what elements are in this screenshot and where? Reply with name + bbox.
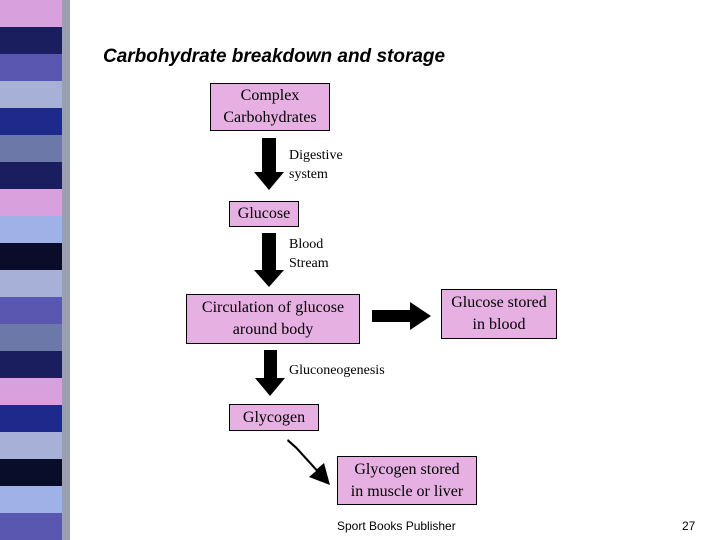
- box-text-line: around body: [232, 321, 314, 338]
- stripe-shadow: [62, 513, 70, 540]
- stripe-segment: [0, 162, 70, 189]
- stripe-shadow: [62, 81, 70, 108]
- arrow-down-blood-stream: [254, 233, 284, 287]
- stripe-segment: [0, 324, 70, 351]
- stripe-shadow: [62, 459, 70, 486]
- stripe-segment: [0, 513, 70, 540]
- stripe-segment: [0, 378, 70, 405]
- stripe-segment: [0, 135, 70, 162]
- stripe-segment: [0, 432, 70, 459]
- box-text-line: Circulation of glucose: [201, 299, 345, 316]
- label-line: Stream: [289, 256, 329, 271]
- stripe-segment: [0, 216, 70, 243]
- stripe-shadow: [62, 297, 70, 324]
- stripe-segment: [0, 243, 70, 270]
- stripe-shadow: [62, 189, 70, 216]
- stripe-shadow: [62, 351, 70, 378]
- glucose-box: Glucose: [229, 201, 299, 227]
- stripe-segment: [0, 81, 70, 108]
- stripe-shadow: [62, 405, 70, 432]
- stripe-shadow: [62, 216, 70, 243]
- glycogen-box: Glycogen: [229, 404, 319, 431]
- stripe-segment: [0, 0, 70, 27]
- glucose-stored-in-blood-box: Glucose stored in blood: [441, 289, 557, 339]
- digestive-system-label: Digestive system: [289, 146, 343, 184]
- stripe-shadow: [62, 243, 70, 270]
- box-text-line: Glucose: [237, 205, 291, 222]
- stripe-segment: [0, 486, 70, 513]
- label-line: Blood: [289, 237, 324, 252]
- gluconeogenesis-label: Gluconeogenesis: [289, 363, 385, 378]
- box-text-line: Glucose stored: [451, 294, 547, 311]
- arrow-down-digestive: [254, 138, 284, 190]
- arrow-down-gluconeogenesis: [255, 350, 285, 396]
- stripe-shadow: [62, 162, 70, 189]
- box-text-line: Carbohydrates: [223, 109, 317, 126]
- stripe-shadow: [62, 135, 70, 162]
- box-text-line: in muscle or liver: [350, 482, 464, 500]
- stripe-segment: [0, 108, 70, 135]
- stripe-shadow: [62, 54, 70, 81]
- label-line: Digestive: [289, 148, 343, 163]
- blood-stream-label: Blood Stream: [289, 235, 329, 273]
- stripe-shadow: [62, 108, 70, 135]
- box-text-line: Complex: [240, 87, 300, 104]
- complex-carbohydrates-box: Complex Carbohydrates: [210, 83, 330, 131]
- stripe-shadow: [62, 486, 70, 513]
- stripe-segment: [0, 54, 70, 81]
- publisher-footer: Sport Books Publisher: [337, 519, 456, 533]
- label-line: system: [289, 167, 328, 182]
- slide-title: Carbohydrate breakdown and storage: [103, 46, 446, 67]
- stripe-segment: [0, 297, 70, 324]
- stripe-shadow: [62, 432, 70, 459]
- stripe-segment: [0, 405, 70, 432]
- box-text-line: Glycogen: [242, 408, 306, 426]
- circulation-of-glucose-box: Circulation of glucose around body: [186, 294, 360, 344]
- stripe-segment: [0, 270, 70, 297]
- stripe-shadow: [62, 0, 70, 27]
- box-text-line: in blood: [472, 316, 526, 333]
- arrow-right-to-blood-storage: [372, 302, 431, 330]
- decorative-side-stripe: [0, 0, 70, 540]
- stripe-shadow: [62, 324, 70, 351]
- page-number: 27: [682, 519, 696, 533]
- stripe-shadow: [62, 270, 70, 297]
- stripe-segment: [0, 459, 70, 486]
- stripe-shadow: [62, 378, 70, 405]
- box-text-line: Glycogen stored: [354, 460, 460, 478]
- stripe-segment: [0, 351, 70, 378]
- stripe-shadow: [62, 27, 70, 54]
- stripe-segment: [0, 27, 70, 54]
- stripe-segment: [0, 189, 70, 216]
- arrow-diagonal-to-storage: [287, 439, 330, 485]
- glycogen-stored-box: Glycogen stored in muscle or liver: [337, 456, 477, 505]
